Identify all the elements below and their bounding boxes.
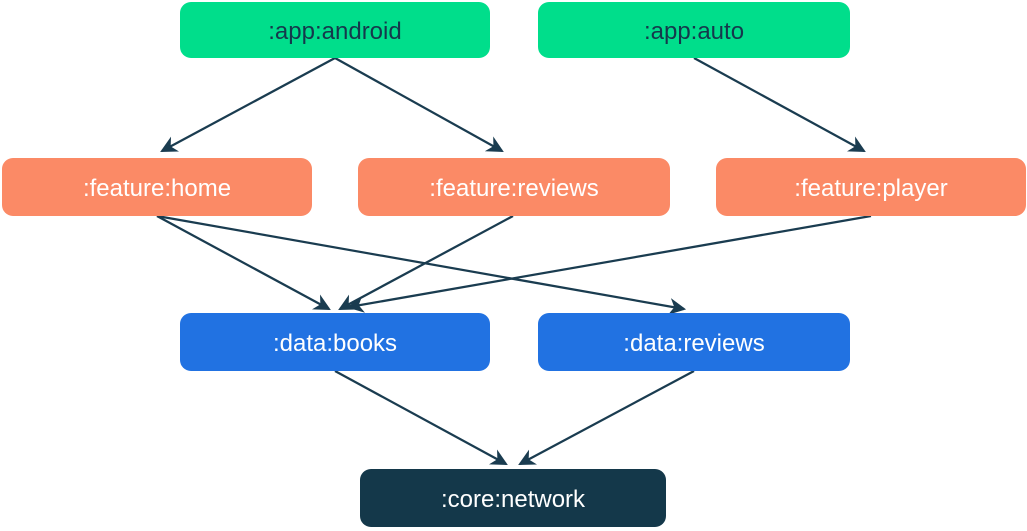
node-app-android: :app:android bbox=[180, 2, 490, 58]
edge-app-android-to-feature-home bbox=[160, 57, 336, 152]
node-core-network-label: :core:network bbox=[441, 486, 586, 513]
node-core-network: :core:network bbox=[360, 469, 666, 527]
edge-data-reviews-to-core-network bbox=[518, 370, 695, 465]
node-feature-player-label: :feature:player bbox=[794, 175, 947, 202]
node-feature-reviews-box bbox=[358, 158, 670, 216]
node-app-auto-box bbox=[538, 2, 850, 58]
node-feature-reviews: :feature:reviews bbox=[358, 158, 670, 216]
node-data-books-label: :data:books bbox=[273, 330, 397, 357]
edge-app-auto-to-feature-player bbox=[693, 57, 866, 153]
edge-feature-home-to-data-reviews bbox=[156, 214, 687, 315]
node-app-android-label: :app:android bbox=[268, 18, 401, 45]
edge-feature-home-to-data-books bbox=[156, 215, 331, 311]
node-feature-home: :feature:home bbox=[2, 158, 312, 216]
node-feature-home-box bbox=[2, 158, 312, 216]
node-data-books-box bbox=[180, 313, 490, 371]
edge-data-books-to-core-network bbox=[334, 370, 508, 466]
node-feature-reviews-label: :feature:reviews bbox=[429, 175, 598, 202]
node-app-auto: :app:auto bbox=[538, 2, 850, 58]
edge-app-android-to-feature-reviews bbox=[334, 57, 504, 153]
node-core-network-box bbox=[360, 469, 666, 527]
edge-feature-player-to-data-books bbox=[346, 214, 872, 313]
edge-feature-reviews-to-data-books bbox=[338, 215, 514, 310]
node-data-reviews-box bbox=[538, 313, 850, 371]
node-data-books: :data:books bbox=[180, 313, 490, 371]
node-app-android-box bbox=[180, 2, 490, 58]
node-app-auto-label: :app:auto bbox=[644, 18, 744, 45]
node-feature-player: :feature:player bbox=[716, 158, 1026, 216]
node-feature-player-box bbox=[716, 158, 1026, 216]
node-feature-home-label: :feature:home bbox=[83, 175, 231, 202]
node-data-reviews: :data:reviews bbox=[538, 313, 850, 371]
node-data-reviews-label: :data:reviews bbox=[623, 330, 764, 357]
edges-layer bbox=[156, 57, 872, 466]
